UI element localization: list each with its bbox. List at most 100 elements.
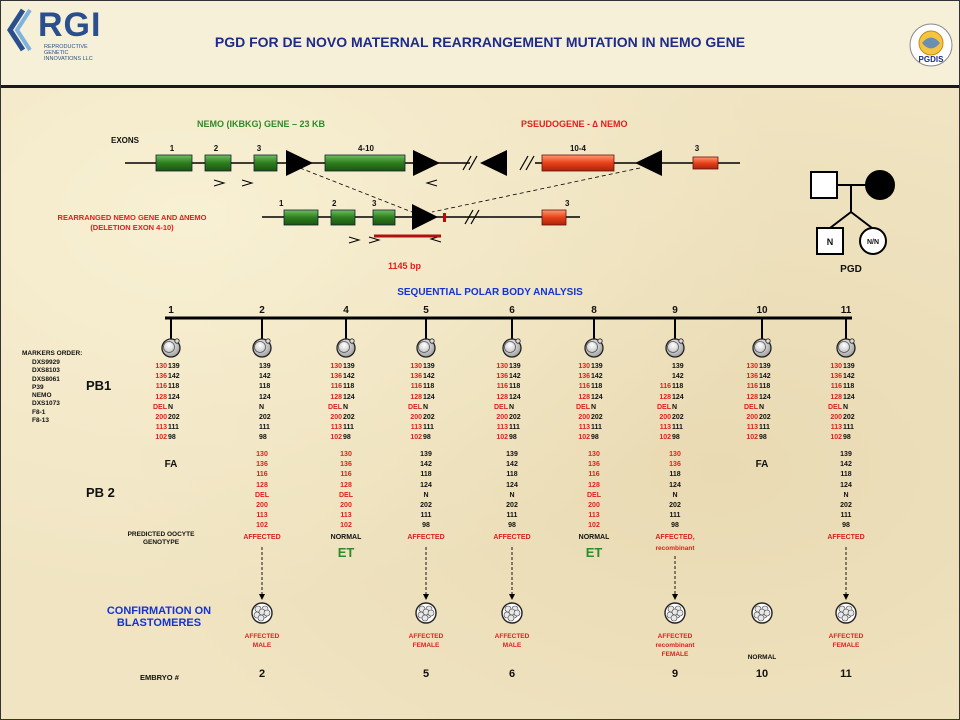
pb2-allele: 200: [588, 502, 600, 509]
pb1-allele: 202: [759, 414, 771, 421]
exon-label: 3: [372, 199, 377, 208]
oocyte-nucleus-icon: [338, 341, 350, 353]
marker-name: NEMO: [32, 392, 52, 400]
pb1-allele: 118: [259, 383, 271, 391]
exon-label: 3: [695, 144, 700, 153]
pb1-allele-red: 136: [155, 373, 167, 381]
pb1-allele: 142: [343, 373, 355, 381]
analysis-title: SEQUENTIAL POLAR BODY ANALYSIS: [397, 287, 583, 298]
blastomere-cell-icon: [427, 609, 435, 617]
blastomere-cell-icon: [507, 614, 515, 622]
oocyte-icon: [502, 338, 522, 358]
son-symbol: [816, 227, 844, 255]
pb2-allele: 113: [340, 512, 352, 520]
blastomere-result: FEMALE: [832, 642, 860, 649]
blastomere-result: AFFECTED: [244, 633, 280, 640]
pb1-allele: 111: [843, 424, 854, 432]
oocyte-nucleus-icon: [418, 341, 430, 353]
pb1-allele: 98: [509, 434, 517, 442]
pb2-allele: 124: [506, 481, 518, 489]
repeat-arrow-left: [480, 150, 507, 176]
pb2-failed-amplification: FA: [164, 459, 178, 470]
pb1-allele: 124: [168, 393, 180, 401]
son-label: N: [827, 237, 834, 247]
pb1-allele-red: 200: [155, 414, 167, 421]
marker-name: DXS1073: [32, 400, 60, 408]
pb1-allele-red: DEL: [494, 403, 508, 411]
pb1-allele: N: [591, 403, 597, 411]
blastomere-cell-icon: [757, 614, 765, 622]
pgdis-logo-icon: PGDIS: [909, 23, 953, 67]
polar-body-icon: [678, 338, 684, 344]
pb2-allele: 118: [506, 471, 518, 479]
pb1-allele-red: 113: [496, 424, 508, 432]
pb1-allele: 142: [168, 373, 180, 381]
pb2-allele: 116: [340, 471, 352, 479]
pb2-allele: 200: [256, 502, 268, 509]
pb2-allele: N: [843, 491, 849, 499]
rearranged-sublabel: (DELETION EXON 4-10): [90, 223, 174, 232]
rearranged-pseudo-exon-3: [541, 209, 567, 226]
repeat-arrow-right: [286, 150, 313, 176]
predicted-genotype: AFFECTED: [827, 534, 865, 541]
embryo-number: 6: [508, 668, 516, 680]
pb2-allele: 116: [256, 471, 268, 479]
pb1-allele-red: 102: [496, 434, 508, 442]
oocyte-number: 4: [343, 305, 349, 316]
pb2-allele: 98: [422, 522, 430, 530]
pb1-allele: 111: [509, 424, 520, 432]
polar-body-icon: [429, 338, 435, 344]
rearranged-exon-1: [283, 209, 319, 226]
predicted-genotype: NORMAL: [330, 534, 362, 541]
pb1-allele: 118: [509, 383, 521, 391]
pb1-allele: 124: [343, 393, 355, 401]
pb2-allele: 128: [256, 481, 268, 489]
exon-label: 3: [565, 199, 570, 208]
blastomere-result: AFFECTED: [828, 633, 864, 640]
oocyte-number: 5: [423, 305, 429, 316]
pb2-allele: DEL: [339, 491, 353, 499]
pb1-allele-red: 116: [496, 383, 508, 391]
marker-name: DXS8061: [32, 375, 60, 383]
marker-name: DXS8103: [32, 367, 60, 375]
pb2-allele: 139: [420, 451, 432, 458]
pb1-allele-red: DEL: [576, 403, 590, 411]
exon-label: 3: [257, 144, 262, 153]
pb1-allele: N: [259, 403, 265, 411]
predicted-genotype: AFFECTED: [493, 534, 531, 541]
pb1-allele: N: [168, 403, 174, 411]
pb1-allele: 139: [168, 363, 180, 370]
pb1-allele-red: 102: [330, 434, 342, 442]
rgi-logo: RGI REPRODUCTIVE GENETIC INNOVATIONS LLC: [6, 6, 100, 68]
pb2-allele: 111: [840, 512, 852, 520]
pb1-allele-red: DEL: [408, 403, 422, 411]
pb2-allele: 118: [420, 471, 432, 479]
predicted-genotype: AFFECTED,: [655, 534, 695, 541]
exon-label: 10-4: [570, 144, 587, 153]
pb1-allele-red: 128: [496, 393, 508, 401]
exon-label: 4-10: [358, 144, 375, 153]
pb1-allele: N: [672, 403, 678, 411]
page-title: PGD FOR DE NOVO MATERNAL REARRANGEMENT M…: [214, 34, 746, 50]
pb1-allele: 142: [591, 373, 603, 381]
oocyte-number: 2: [259, 305, 265, 316]
pb2-allele: 202: [506, 502, 518, 509]
pb2-allele: 130: [340, 451, 352, 458]
pb2-failed-amplification: FA: [755, 459, 769, 470]
pb1-allele-red: 200: [659, 414, 671, 421]
pb1-allele-red: 113: [746, 424, 758, 432]
pb1-allele: 202: [259, 414, 271, 421]
pb1-allele-red: 116: [330, 383, 342, 391]
pb1-allele: N: [423, 403, 429, 411]
pb1-allele: 142: [509, 373, 521, 381]
pb1-allele-red: 113: [410, 424, 422, 432]
oocyte-icon: [252, 338, 272, 358]
blastomere-cell-icon: [670, 614, 678, 622]
pb1-allele: 111: [259, 424, 270, 432]
polar-body-icon: [515, 338, 521, 344]
polar-body-icon: [265, 338, 271, 344]
pb1-allele-red: 136: [746, 373, 758, 381]
pb1-allele-red: 200: [578, 414, 590, 421]
pb2-allele: N: [672, 491, 678, 499]
